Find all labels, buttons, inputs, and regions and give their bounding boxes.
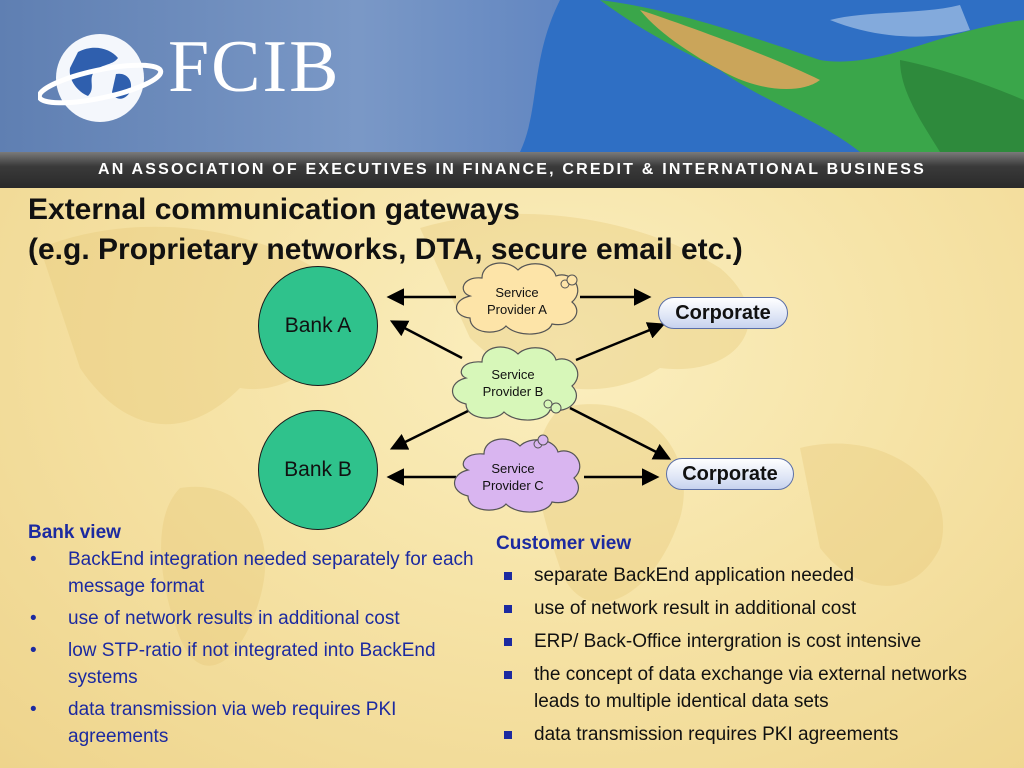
square-bullet-icon xyxy=(504,572,512,580)
bank-view-list: •BackEnd integration needed separately f… xyxy=(28,546,478,750)
world-map-background xyxy=(40,213,944,666)
bank-b-node: Bank B xyxy=(258,410,378,530)
customer-view-list: separate BackEnd application needed use … xyxy=(496,562,1016,748)
list-item: •BackEnd integration needed separately f… xyxy=(28,546,478,600)
square-bullet-icon xyxy=(504,638,512,646)
list-item: separate BackEnd application needed xyxy=(496,562,1016,589)
bullet-icon: • xyxy=(30,699,37,720)
square-bullet-icon xyxy=(504,671,512,679)
corporate-node-1: Corporate xyxy=(658,297,788,329)
header-banner: FCIB xyxy=(0,0,1024,152)
slide-title: External communication gateways (e.g. Pr… xyxy=(28,190,743,270)
title-line-1: External communication gateways xyxy=(28,193,520,226)
customer-view-section: Customer view separate BackEnd applicati… xyxy=(496,531,1016,754)
bullet-icon: • xyxy=(30,640,37,661)
list-item: data transmission requires PKI agreement… xyxy=(496,721,1016,748)
bank-view-heading: Bank view xyxy=(28,522,121,543)
list-item: the concept of data exchange via externa… xyxy=(496,661,1016,715)
bullet-icon: • xyxy=(30,549,37,570)
logo-wordmark: FCIB xyxy=(168,26,341,108)
customer-view-heading: Customer view xyxy=(496,533,632,554)
title-line-2: (e.g. Proprietary networks, DTA, secure … xyxy=(28,233,743,266)
list-item: •low STP-ratio if not integrated into Ba… xyxy=(28,637,478,691)
list-item: ERP/ Back-Office intergration is cost in… xyxy=(496,628,1016,655)
corporate-node-2: Corporate xyxy=(666,458,794,490)
tagline-text: AN ASSOCIATION OF EXECUTIVES IN FINANCE,… xyxy=(97,161,927,178)
list-item: use of network result in additional cost xyxy=(496,595,1016,622)
square-bullet-icon xyxy=(504,731,512,739)
globe-logo-icon xyxy=(38,34,164,122)
bank-a-node: Bank A xyxy=(258,266,378,386)
list-item: •data transmission via web requires PKI … xyxy=(28,696,478,750)
list-item: •use of network results in additional co… xyxy=(28,605,478,632)
bullet-icon: • xyxy=(30,608,37,629)
bank-view-section: Bank view •BackEnd integration needed se… xyxy=(28,520,478,755)
square-bullet-icon xyxy=(504,605,512,613)
tagline-band xyxy=(0,152,1024,188)
